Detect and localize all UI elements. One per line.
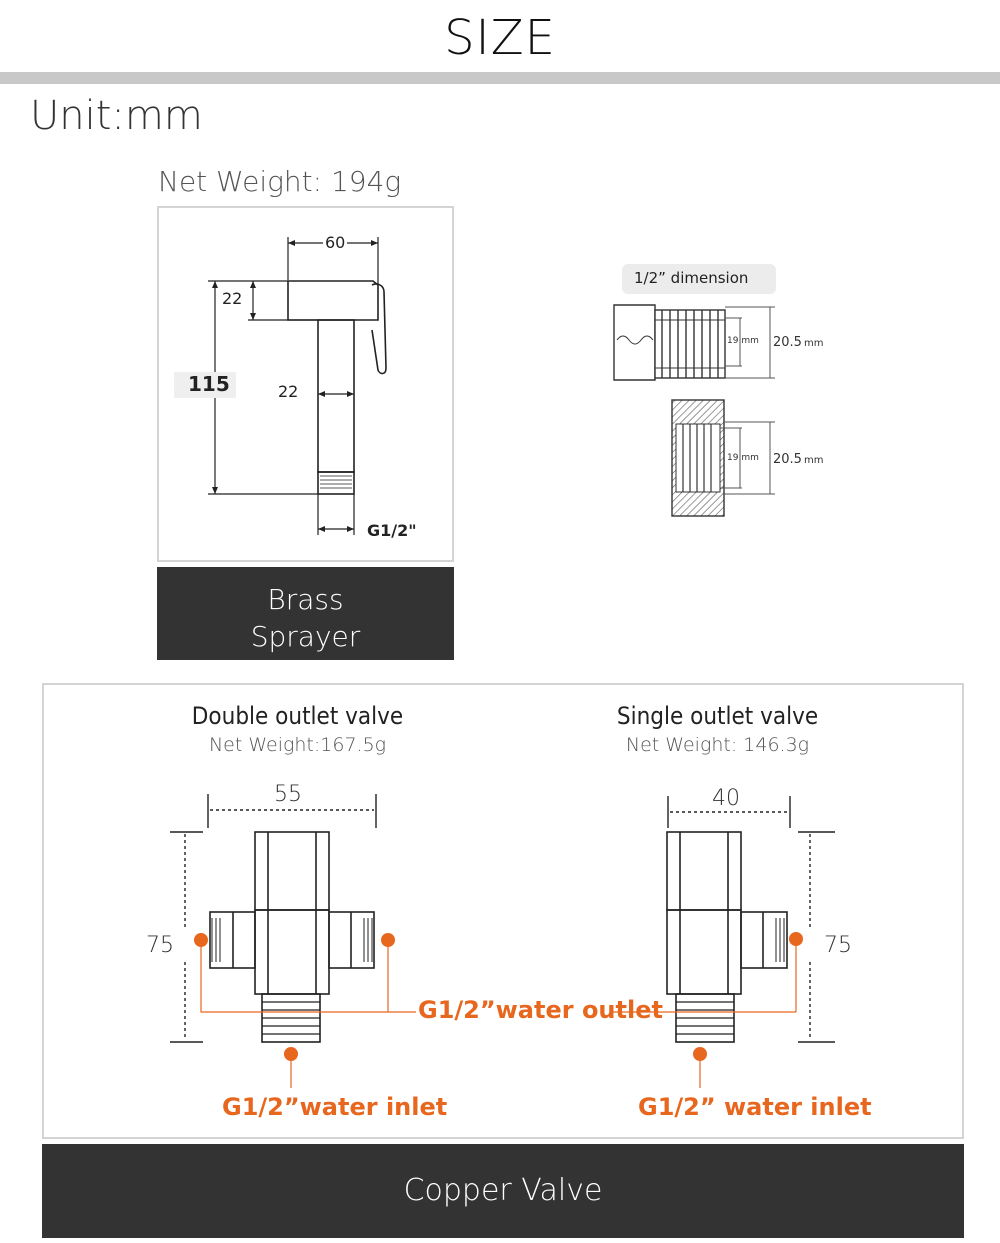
water-outlet-label: G1/2”water outlet xyxy=(418,996,663,1024)
sprayer-dim-thread: G1/2" xyxy=(367,521,417,540)
thread-male-inner-dim: 19 mm xyxy=(727,336,759,346)
sprayer-diagram xyxy=(174,237,387,535)
sprayer-dim-head: 22 xyxy=(222,289,243,308)
double-valve-width-dim: 55 xyxy=(274,782,302,807)
title-divider xyxy=(0,72,1000,84)
sprayer-net-weight: Net Weight: 194g xyxy=(158,165,402,198)
sprayer-dim-width: 60 xyxy=(323,233,348,252)
single-valve-height-dim: 75 xyxy=(824,933,852,958)
thread-male-outer-dim-unit: mm xyxy=(804,338,824,349)
valve-diagram xyxy=(170,794,835,1088)
sprayer-dim-stem: 22 xyxy=(278,382,299,401)
thread-female-outer-dim-unit: mm xyxy=(804,455,824,466)
double-valve-height-dim: 75 xyxy=(146,933,174,958)
thread-diagram xyxy=(613,304,775,517)
copper-valve-panel xyxy=(42,1144,964,1238)
sprayer-dim-height: 115 xyxy=(188,372,230,396)
page-title: SIZE xyxy=(444,10,556,66)
sprayer-label-line2: Sprayer xyxy=(250,620,361,653)
thread-female-inner-dim: 19 mm xyxy=(727,453,759,463)
double-valve-title: Double outlet valve xyxy=(191,702,404,730)
single-valve-weight: Net Weight: 146.3g xyxy=(625,734,810,756)
thread-dimension-title-badge xyxy=(622,264,776,294)
sprayer-drawing-frame xyxy=(157,206,454,562)
copper-valve-label: Copper Valve xyxy=(403,1173,603,1208)
valve-frame xyxy=(42,683,964,1139)
single-valve-title: Single outlet valve xyxy=(616,702,819,730)
double-valve-weight: Net Weight:167.5g xyxy=(208,734,387,756)
thread-dimension-title: 1/2” dimension xyxy=(634,269,749,287)
unit-label: Unit:mm xyxy=(30,93,203,139)
sprayer-label-line1: Brass xyxy=(267,583,344,616)
single-valve-inlet-label: G1/2” water inlet xyxy=(638,1093,872,1121)
thread-female-outer-dim-value: 20.5 xyxy=(773,452,802,467)
sprayer-label-panel xyxy=(157,567,454,660)
single-valve-width-dim: 40 xyxy=(712,786,740,811)
thread-male-outer-dim-value: 20.5 xyxy=(773,335,802,350)
double-valve-inlet-label: G1/2”water inlet xyxy=(222,1093,448,1121)
